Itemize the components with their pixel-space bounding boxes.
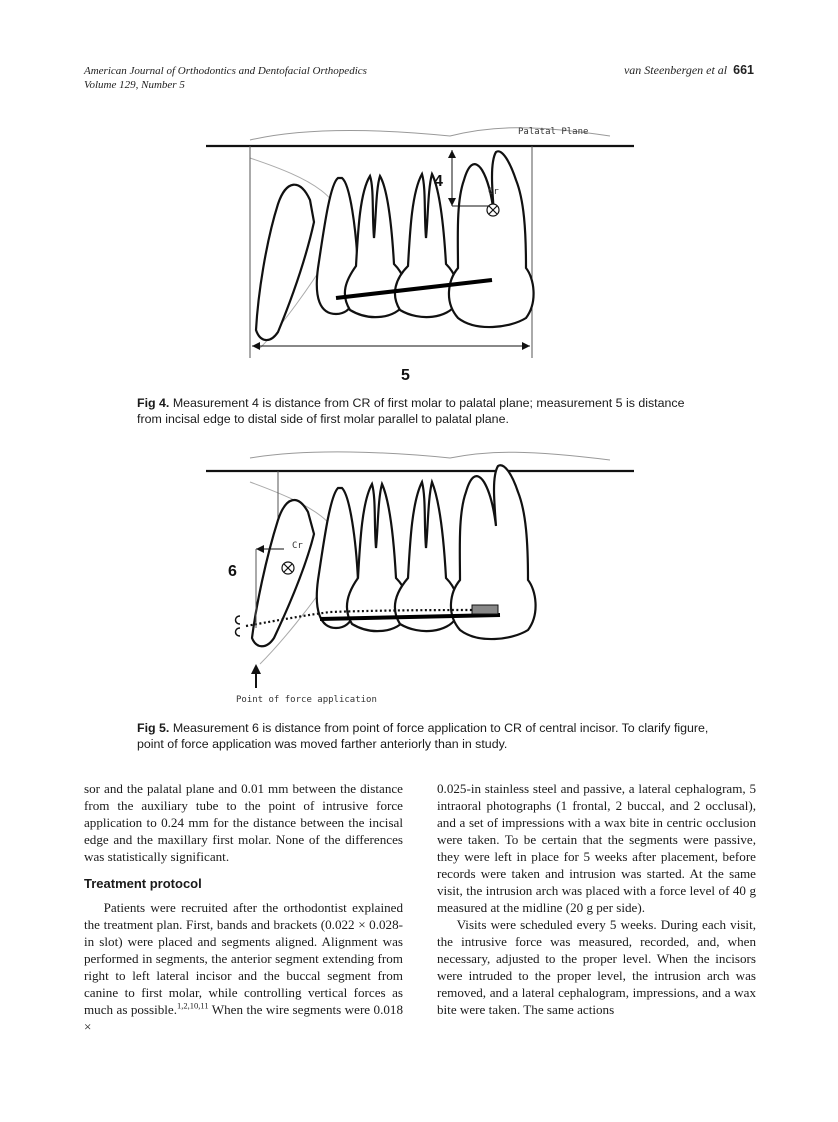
- measurement-6-label: 6: [228, 563, 237, 580]
- right-paragraph-1: 0.025-in stainless steel and passive, a …: [437, 781, 756, 915]
- figure-4-diagram: Palatal Plane 4 Cr 5: [206, 127, 634, 384]
- canine-tooth: [315, 486, 360, 630]
- first-molar-tooth: [449, 464, 537, 641]
- left-paragraph-2-text: Patients were recruited after the orthod…: [84, 900, 403, 1017]
- cr-cross-2: [488, 205, 498, 215]
- arrow-head-down: [448, 198, 456, 206]
- figure-4-caption-label: Fig 4.: [137, 396, 170, 410]
- palate-outline: [249, 451, 611, 461]
- intrusion-arch: [245, 608, 491, 628]
- running-header-right: van Steenbergen et al 661: [624, 63, 754, 78]
- left-paragraph-2-tail: When the wire segments were 0.018 ×: [84, 1002, 403, 1034]
- cr-label: Cr: [292, 541, 303, 551]
- incisor-tooth: [254, 183, 316, 342]
- page-number: 661: [733, 63, 754, 77]
- arrow-head-left: [252, 342, 260, 350]
- force-application-label: Point of force application: [236, 695, 377, 705]
- occlusal-wire: [335, 278, 493, 300]
- right-paragraph-2: Visits were scheduled every 5 weeks. Dur…: [437, 917, 756, 1017]
- arrow-head-up: [448, 150, 456, 158]
- measurement-5-label: 5: [401, 367, 410, 384]
- auxiliary-tube: [471, 604, 499, 615]
- left-paragraph-2: Patients were recruited after the orthod…: [84, 899, 403, 1035]
- running-header-left: American Journal of Orthodontics and Den…: [84, 64, 367, 92]
- left-column: sor and the palatal plane and 0.01 mm be…: [84, 780, 403, 1035]
- figure-5-diagram: 6 Cr Point of force application: [206, 451, 634, 705]
- measurement-4-label: 4: [434, 173, 443, 190]
- left-paragraph-1: sor and the palatal plane and 0.01 mm be…: [84, 781, 403, 864]
- bracket-hook: [234, 615, 241, 637]
- figure-4-caption-text: Measurement 4 is distance from CR of fir…: [137, 396, 685, 426]
- figure-5-caption-label: Fig 5.: [137, 721, 170, 735]
- figure-4-caption: Fig 4. Measurement 4 is distance from CR…: [137, 396, 712, 427]
- force-arrow-head: [251, 664, 261, 674]
- right-column: 0.025-in stainless steel and passive, a …: [437, 780, 756, 1018]
- incisor-tooth: [250, 499, 316, 648]
- palatal-plane-label: Palatal Plane: [518, 127, 588, 137]
- palate-outline: [249, 127, 611, 141]
- journal-volume: Volume 129, Number 5: [84, 79, 185, 91]
- section-heading: Treatment protocol: [84, 876, 202, 891]
- cr-cross-2: [283, 563, 293, 573]
- figure-5-caption-text: Measurement 6 is distance from point of …: [137, 721, 709, 751]
- occlusal-wire: [319, 613, 501, 621]
- citation-refs: 1,2,10,11: [177, 1000, 209, 1011]
- arrow-head-right: [522, 342, 530, 350]
- cr-label: Cr: [488, 187, 499, 197]
- figure-5-caption: Fig 5. Measurement 6 is distance from po…: [137, 721, 712, 752]
- header-authors: van Steenbergen et al: [623, 63, 728, 77]
- journal-title: American Journal of Orthodontics and Den…: [84, 65, 367, 77]
- first-molar-tooth: [447, 150, 535, 329]
- arrow-head-left: [256, 545, 264, 553]
- premolar-2-tooth: [393, 478, 460, 633]
